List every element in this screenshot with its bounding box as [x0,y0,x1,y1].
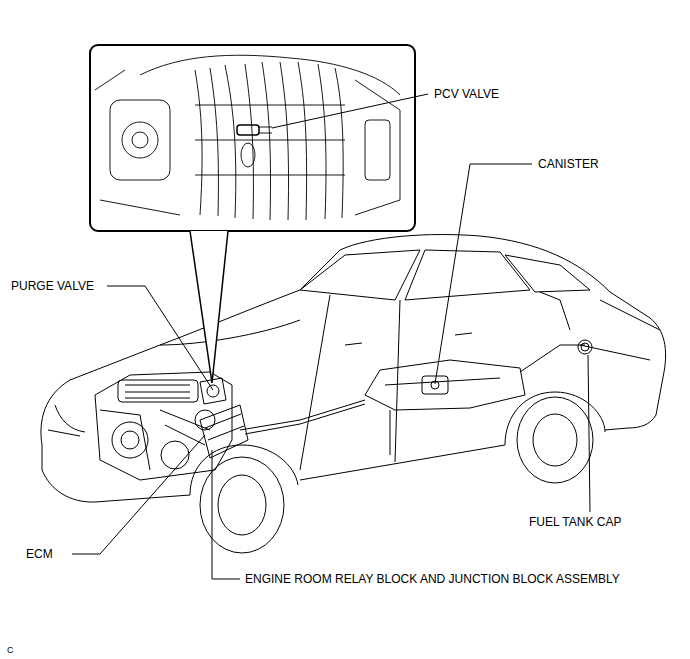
part-label: FUEL TANK CAP [528,515,622,529]
figure-code: C [6,645,15,655]
part-label: ENGINE ROOM RELAY BLOCK AND JUNCTION BLO… [244,572,621,586]
car-body [41,235,666,553]
part-label: PURGE VALVE [10,279,95,293]
fuel-system [240,340,592,455]
relay-block [200,405,248,458]
leader-lines [72,94,590,579]
part-label: ECM [25,547,54,561]
part-label: CANISTER [537,157,600,171]
part-label: PCV VALVE [433,87,500,101]
inset-detail [90,45,415,383]
